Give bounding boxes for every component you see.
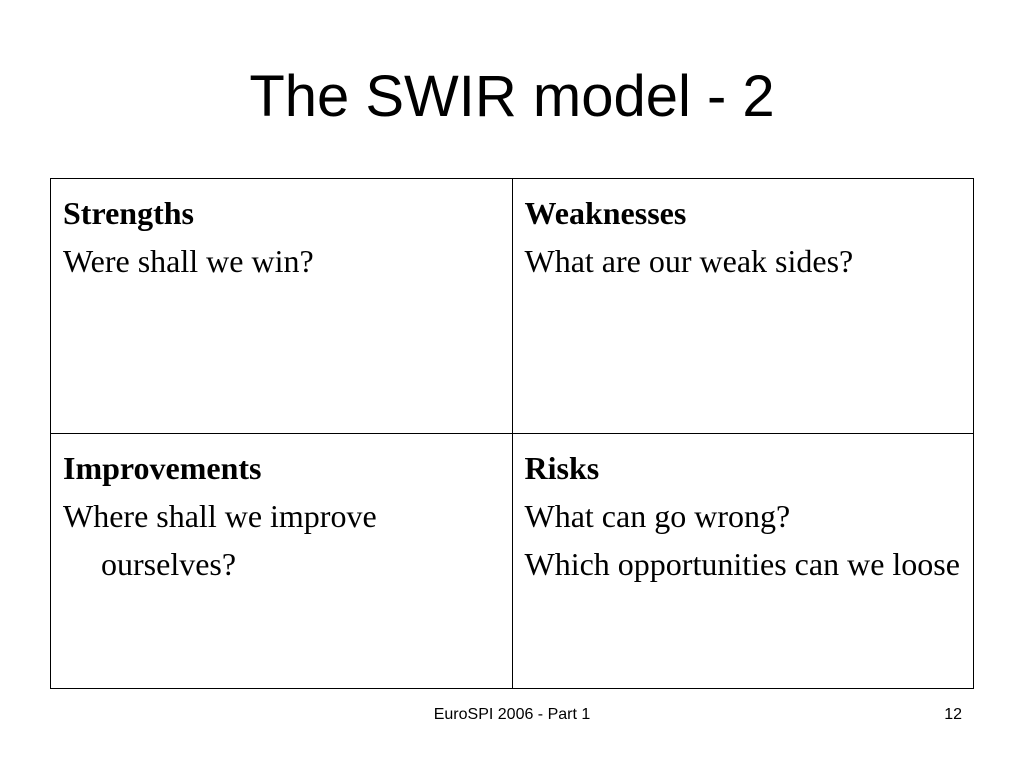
strengths-heading: Strengths bbox=[63, 195, 194, 231]
strengths-question: Were shall we win? bbox=[63, 243, 314, 279]
page-number: 12 bbox=[944, 706, 962, 723]
weaknesses-cell: Weaknesses What are our weak sides? bbox=[511, 178, 974, 434]
table-row: Strengths Were shall we win? Weaknesses … bbox=[50, 178, 974, 434]
footer-text: EuroSPI 2006 - Part 1 bbox=[433, 706, 591, 723]
risks-heading: Risks bbox=[524, 450, 600, 486]
weaknesses-heading: Weaknesses bbox=[524, 195, 687, 231]
risks-question-1: What can go wrong? bbox=[524, 498, 791, 534]
strengths-cell: Strengths Were shall we win? bbox=[50, 178, 513, 434]
weaknesses-question: What are our weak sides? bbox=[524, 243, 854, 279]
slide-title: The SWIR model - 2 bbox=[249, 64, 775, 129]
table-row: Improvements Where shall we improve ours… bbox=[50, 433, 974, 689]
swir-table: Strengths Were shall we win? Weaknesses … bbox=[50, 178, 974, 689]
risks-cell: Risks What can go wrong? Which opportuni… bbox=[511, 433, 974, 689]
risks-question-2: Which opportunities can we loose bbox=[524, 546, 960, 582]
improvements-question: Where shall we improve ourselves? bbox=[63, 498, 377, 582]
improvements-cell: Improvements Where shall we improve ours… bbox=[50, 433, 513, 689]
improvements-heading: Improvements bbox=[63, 450, 262, 486]
